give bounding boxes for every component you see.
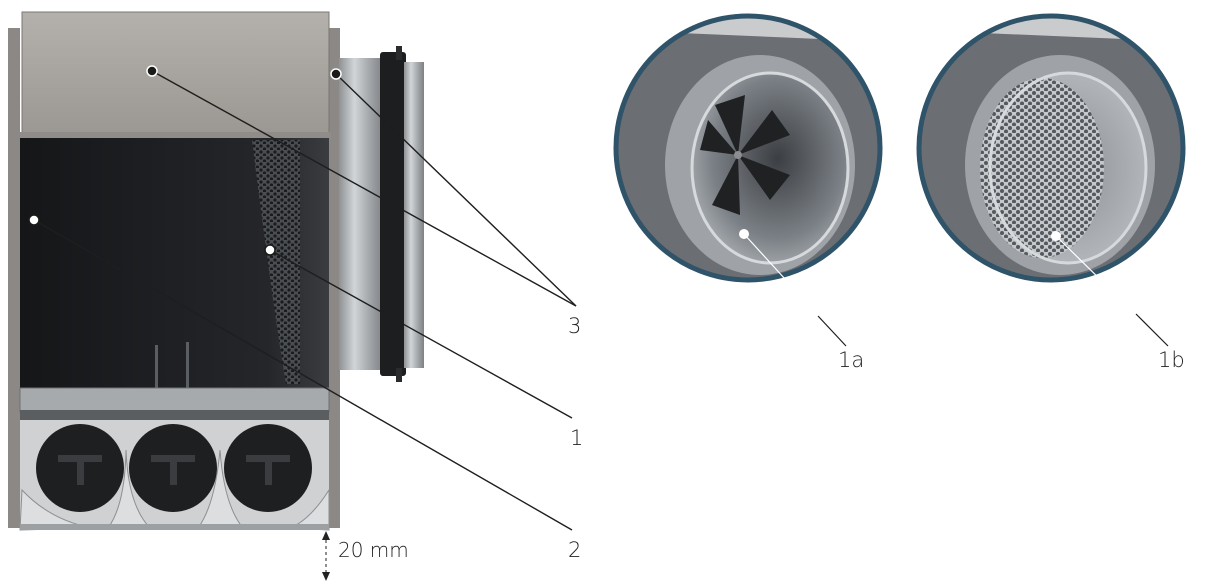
- leader-2: [33, 219, 573, 531]
- marker-dot: [330, 68, 342, 80]
- callout-label-1: 1: [570, 426, 584, 450]
- leader-1a-outer: [817, 315, 847, 347]
- nozzle-vane: [77, 455, 84, 485]
- marker-dot: [739, 229, 749, 239]
- grille-bottom-edge: [20, 524, 329, 530]
- spigot-lip-top: [396, 46, 402, 60]
- nozzle-set: [36, 424, 312, 512]
- callout-label-2: 2: [568, 538, 582, 562]
- marker-dot: [264, 244, 276, 256]
- leader-1b-outer: [1135, 313, 1169, 347]
- nozzle-vane: [170, 455, 177, 485]
- spigot-gasket: [380, 52, 406, 376]
- marker-dot: [28, 214, 40, 226]
- spigot-lip-bottom: [396, 368, 402, 382]
- diffuser-profile: [19, 449, 330, 531]
- detail-1b: [916, 13, 1186, 347]
- rod: [155, 345, 158, 390]
- bottom-frame: [19, 387, 330, 413]
- right-side-wall: [329, 28, 340, 528]
- leader-3a: [151, 70, 577, 307]
- left-markers: [28, 65, 342, 256]
- detail-ring: [916, 13, 1186, 283]
- rod: [186, 342, 189, 390]
- detail-1a: [613, 13, 883, 347]
- collar-inner-edge: [988, 71, 1148, 265]
- marker-dot: [1051, 231, 1061, 241]
- leader-1: [269, 249, 573, 419]
- nozzle-vane: [265, 455, 272, 485]
- callout-label-1a: 1a: [838, 348, 865, 372]
- frame-strip: [20, 410, 329, 420]
- marker-dot: [146, 65, 158, 77]
- perforated-disc: [980, 78, 1104, 258]
- detail-ring: [613, 13, 883, 283]
- lid-edge: [20, 132, 331, 138]
- spigot-rim: [404, 62, 424, 368]
- dimension-label: 20 mm: [338, 538, 409, 562]
- damper-hub: [734, 151, 742, 159]
- callout-label-3: 3: [568, 314, 582, 338]
- damper-blades: [700, 95, 790, 215]
- dimension-arrow-down: [322, 572, 330, 581]
- left-side-wall: [8, 28, 20, 528]
- leader-3b: [335, 73, 577, 307]
- left-leaders: [33, 70, 577, 531]
- dimension-marker: [322, 531, 330, 581]
- dimension-arrow-up: [322, 531, 330, 540]
- plenum-box: [8, 11, 424, 531]
- callout-label-1b: 1b: [1158, 348, 1185, 372]
- spigot-collar: [339, 58, 383, 370]
- top-lid: [21, 11, 330, 136]
- perforated-plate: [252, 140, 300, 384]
